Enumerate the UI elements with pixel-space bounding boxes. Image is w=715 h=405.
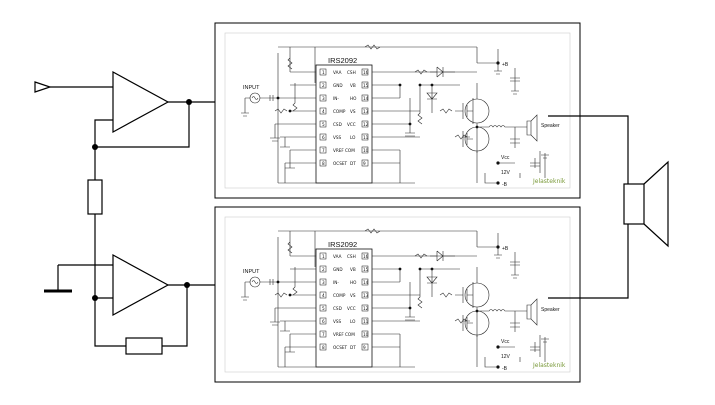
pin-num: 1	[322, 70, 325, 75]
pin-vb: VB	[350, 267, 356, 272]
speaker-label: Speaker	[541, 123, 560, 129]
input-driver-circuit	[34, 70, 215, 355]
pin-ho: HO	[350, 96, 357, 101]
pin-in: IN-	[333, 96, 339, 101]
pin-in: IN-	[333, 280, 339, 285]
pin-vref: VREF	[333, 148, 344, 153]
panel-bottom-labels: IRS2092 INPUT VAA GND IN- COMP CSD VSS V…	[243, 240, 566, 372]
input-source-icon	[34, 81, 52, 93]
watermark-label: Jelasteknik	[532, 362, 566, 369]
pin-num: 16	[363, 254, 369, 259]
pin-num: 2	[322, 267, 325, 272]
panel-top-labels: IRS2092 INPUT VAA GND IN- COMP CSD VSS V…	[243, 56, 566, 188]
pin-com: COM	[345, 148, 355, 153]
pin-ho: HO	[350, 280, 357, 285]
pin-num: 6	[322, 319, 325, 324]
amplifier-panel-top	[214, 22, 581, 199]
plus-b-label: +B	[502, 62, 509, 68]
resistor-icon	[87, 179, 103, 215]
pin-comp: COMP	[333, 109, 346, 114]
opamp-top	[112, 70, 170, 134]
pin-num: 15	[363, 267, 369, 272]
pin-num: 11	[363, 319, 369, 324]
pin-gnd: GND	[333, 83, 343, 88]
amplifier-panel-bottom	[214, 206, 581, 383]
pin-num: 10	[363, 332, 369, 337]
pin-gnd: GND	[333, 267, 343, 272]
pin-num: 12	[363, 306, 369, 311]
watermark-label: Jelasteknik	[532, 178, 566, 185]
pin-num: 6	[322, 135, 325, 140]
pin-num: 13	[363, 109, 369, 114]
chip-label: IRS2092	[328, 240, 357, 249]
resistor-icon	[125, 337, 163, 355]
pin-num: 5	[322, 122, 325, 127]
pin-csh: CSH	[347, 254, 356, 259]
input-label: INPUT	[243, 269, 260, 275]
pin-com: COM	[345, 332, 355, 337]
pin-num: 4	[322, 109, 325, 114]
pin-comp: COMP	[333, 293, 346, 298]
pin-num: 7	[322, 332, 325, 337]
supply-label: 12V	[501, 170, 511, 176]
pin-num: 9	[363, 161, 366, 166]
supply-label: 12V	[501, 354, 511, 360]
pin-lo: LO	[350, 319, 356, 324]
vcc-label: Vcc	[501, 339, 510, 345]
pin-num: 2	[322, 83, 325, 88]
pin-csh: CSH	[347, 70, 356, 75]
pin-ocset: OCSET	[333, 345, 348, 350]
vcc-label: Vcc	[501, 155, 510, 161]
plus-b-label: +B	[502, 246, 509, 252]
pin-vcc: VCC	[347, 306, 356, 311]
pin-dt: DT	[350, 345, 356, 350]
pin-num: 13	[363, 293, 369, 298]
pin-num: 16	[363, 70, 369, 75]
pin-vb: VB	[350, 83, 356, 88]
pin-lo: LO	[350, 135, 356, 140]
pin-vs: VS	[350, 109, 356, 114]
pin-csd: CSD	[333, 306, 342, 311]
speaker-label: Speaker	[541, 307, 560, 313]
pin-vaa: VAA	[333, 70, 342, 75]
pin-num: 4	[322, 293, 325, 298]
pin-num: 10	[363, 148, 369, 153]
pin-num: 5	[322, 306, 325, 311]
pin-num: 3	[322, 96, 325, 101]
pin-dt: DT	[350, 161, 356, 166]
pin-vaa: VAA	[333, 254, 342, 259]
pin-num: 8	[322, 161, 325, 166]
pin-csd: CSD	[333, 122, 342, 127]
pin-num: 7	[322, 148, 325, 153]
pin-num: 11	[363, 135, 369, 140]
speaker-icon	[623, 183, 645, 225]
pin-num: 9	[363, 345, 366, 350]
minus-b-label: -B	[502, 182, 508, 188]
pin-num: 1	[322, 254, 325, 259]
pin-num: 12	[363, 122, 369, 127]
feedback-top-wire	[94, 102, 190, 148]
pin-num: 8	[322, 345, 325, 350]
pin-num: 14	[363, 96, 369, 101]
pin-vss: VSS	[333, 319, 342, 324]
chip-label: IRS2092	[328, 56, 357, 65]
minus-b-label: -B	[502, 366, 508, 372]
pin-num: 3	[322, 280, 325, 285]
pin-vss: VSS	[333, 135, 342, 140]
pin-num: 15	[363, 83, 369, 88]
pin-vref: VREF	[333, 332, 344, 337]
pin-ocset: OCSET	[333, 161, 348, 166]
input-label: INPUT	[243, 85, 260, 91]
pin-vcc: VCC	[347, 122, 356, 127]
speaker-output	[548, 115, 669, 299]
pin-num: 14	[363, 280, 369, 285]
opamp-bottom	[112, 253, 170, 317]
pin-vs: VS	[350, 293, 356, 298]
